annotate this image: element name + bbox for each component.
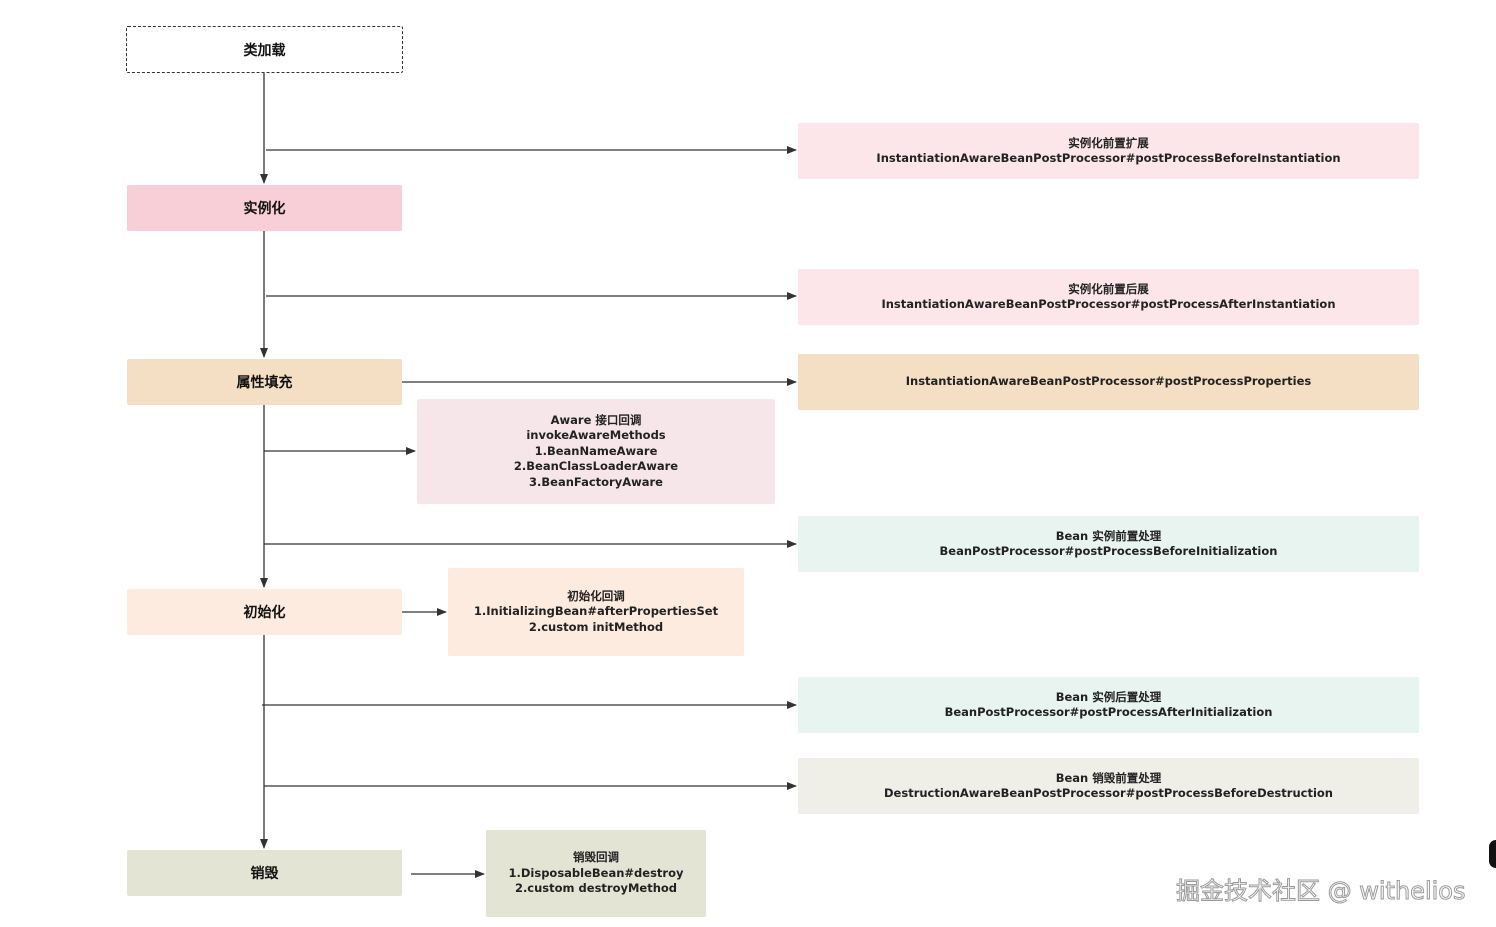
note-line: 初始化回调 [567,588,625,603]
note-post-process-properties: InstantiationAwareBeanPostProcessor#post… [798,354,1419,410]
note-line: 2.BeanClassLoaderAware [513,459,679,474]
stage-class-loading: 类加载 [126,26,403,73]
note-line: 实例化前置扩展 [1068,135,1149,150]
note-line: BeanPostProcessor#postProcessAfterInitia… [944,705,1273,719]
note-line: Aware 接口回调 [550,412,642,427]
note-line: 2.custom destroyMethod [514,881,678,896]
stage-destruction: 销毁 [127,850,402,896]
note-line: 2.custom initMethod [528,619,664,634]
note-line: 1.InitializingBean#afterPropertiesSet [473,604,719,619]
note-line: 1.DisposableBean#destroy [508,865,684,880]
stage-instantiation: 实例化 [127,185,402,231]
stage-destruction-label: 销毁 [250,866,279,882]
note-line: InstantiationAwareBeanPostProcessor#post… [876,151,1341,165]
note-line: Bean 实例前置处理 [1055,528,1162,543]
note-before-destruction: Bean 销毁前置处理 DestructionAwareBeanPostProc… [798,758,1419,814]
stage-class-loading-label: 类加载 [243,42,286,59]
note-before-initialization: Bean 实例前置处理 BeanPostProcessor#postProces… [798,516,1419,572]
note-line: invokeAwareMethods [526,428,666,443]
note-line: Bean 实例后置处理 [1055,689,1162,704]
stage-initialization-label: 初始化 [243,605,286,621]
watermark-text: 掘金技术社区 @ withelios [1175,877,1466,906]
note-destroy-callback: 销毁回调 1.DisposableBean#destroy 2.custom d… [486,830,706,917]
stage-instantiation-label: 实例化 [243,201,286,217]
note-before-instantiation: 实例化前置扩展 InstantiationAwareBeanPostProces… [798,123,1419,179]
note-after-initialization: Bean 实例后置处理 BeanPostProcessor#postProces… [798,677,1419,733]
note-line: 1.BeanNameAware [534,443,658,458]
edge-decoration [1489,840,1496,868]
note-init-callback: 初始化回调 1.InitializingBean#afterProperties… [448,568,744,656]
stage-populate-properties: 属性填充 [127,359,402,405]
stage-initialization: 初始化 [127,589,402,635]
note-after-instantiation: 实例化前置后展 InstantiationAwareBeanPostProces… [798,269,1419,325]
note-line: Bean 销毁前置处理 [1055,770,1162,785]
note-line: 销毁回调 [573,850,619,865]
note-line: 3.BeanFactoryAware [529,474,663,489]
note-line: 实例化前置后展 [1068,281,1149,296]
stage-populate-properties-label: 属性填充 [236,375,293,391]
note-line: InstantiationAwareBeanPostProcessor#post… [881,297,1336,311]
note-line: InstantiationAwareBeanPostProcessor#post… [905,374,1312,389]
note-line: BeanPostProcessor#postProcessBeforeIniti… [939,544,1278,558]
note-line: DestructionAwareBeanPostProcessor#postPr… [884,786,1333,800]
note-aware-callback: Aware 接口回调 invokeAwareMethods 1.BeanName… [417,399,775,504]
